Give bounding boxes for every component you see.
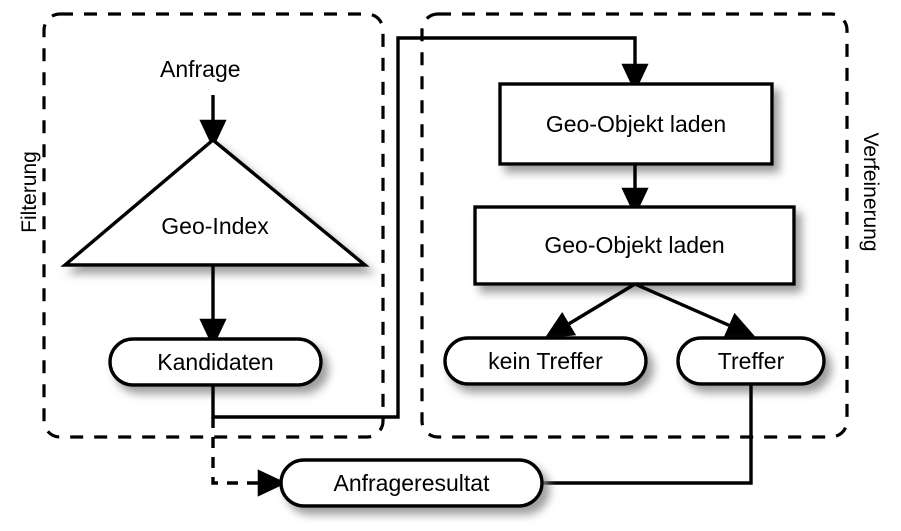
panel-verfeinerung	[420, 12, 849, 439]
node-geo-objekt-laden-2-shape	[473, 205, 796, 286]
node-anfrageresultat-shape	[279, 458, 544, 508]
edge-treffer-resultat	[542, 384, 753, 485]
node-anfrage-label: Anfrage	[160, 56, 241, 82]
node-treffer-shape	[676, 336, 826, 386]
edge-load2-keintreffer	[544, 282, 636, 339]
node-kandidaten-shape	[108, 337, 323, 387]
edge-load2-treffer	[634, 282, 756, 338]
edge-kandidaten-resultat	[211, 417, 287, 497]
panel-filterung	[42, 12, 385, 439]
panel-filterung-label: Filterung	[18, 151, 41, 233]
edge-kandidaten-load1	[211, 36, 649, 419]
panel-verfeinerung-label: Verfeinerung	[859, 132, 882, 252]
node-kein-treffer-shape	[443, 336, 648, 386]
node-geo-index-shape	[60, 137, 370, 267]
node-geo-objekt-laden-1-shape	[498, 82, 774, 166]
